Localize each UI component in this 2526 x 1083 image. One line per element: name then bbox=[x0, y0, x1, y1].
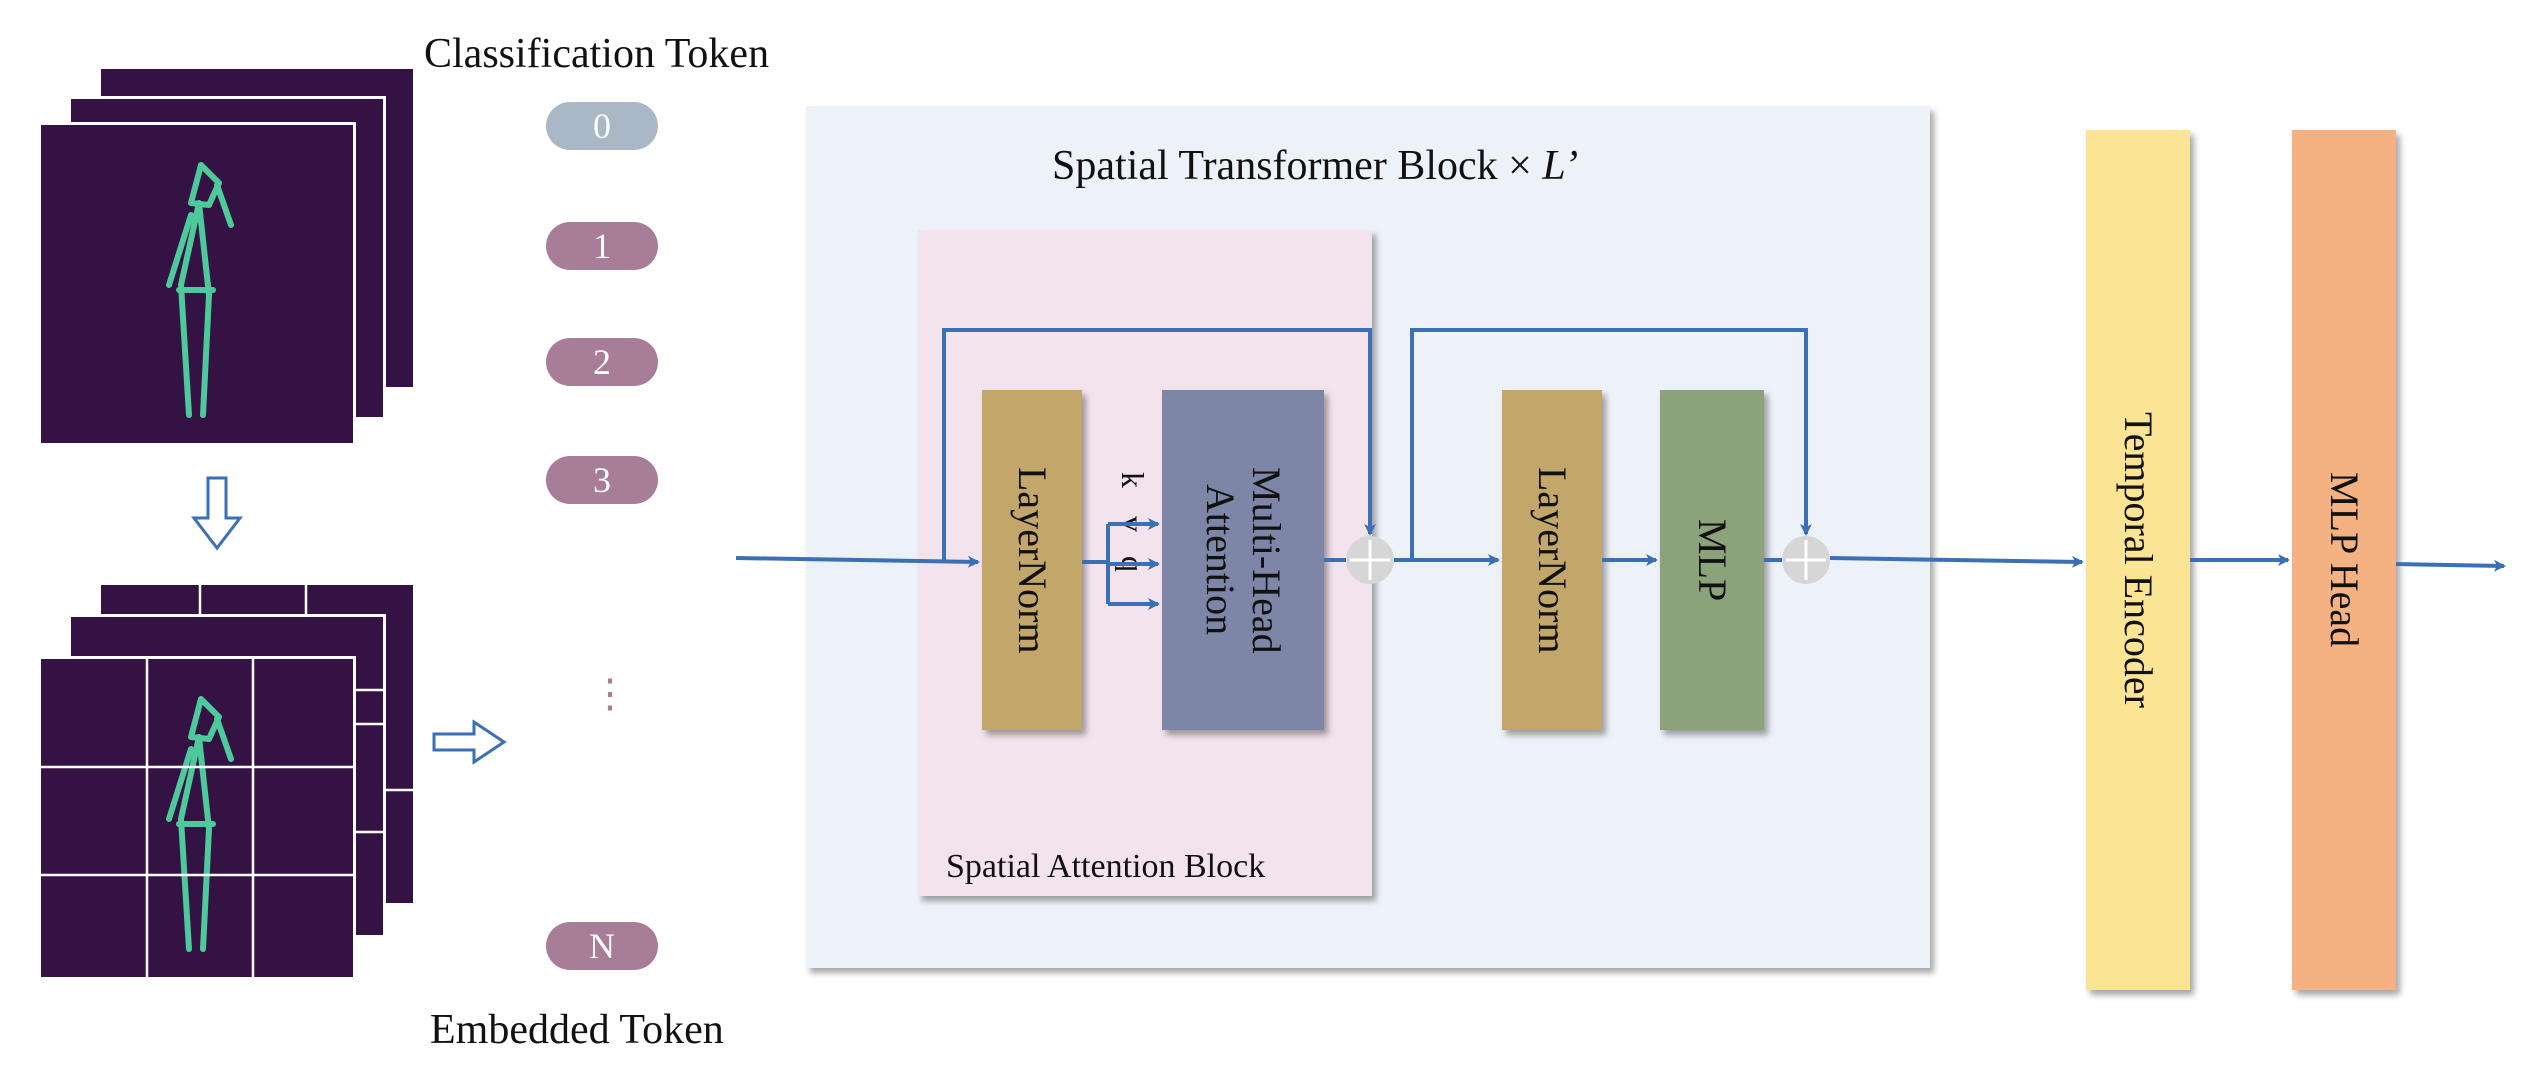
multihead-attention-block: Multi-Head Attention bbox=[1162, 390, 1324, 730]
temporal-encoder-block: Temporal Encoder bbox=[2086, 130, 2190, 990]
patched-frame-front bbox=[38, 656, 356, 980]
layernorm-1-label: LayerNorm bbox=[1010, 466, 1055, 654]
q-label: q bbox=[1115, 556, 1151, 572]
token-ellipsis: ⋮ bbox=[590, 671, 630, 716]
embedded-token-label: Embedded Token bbox=[430, 1007, 724, 1053]
mlp-head-label: MLP Head bbox=[2322, 472, 2367, 648]
token-cls: 0 bbox=[546, 102, 658, 150]
layernorm-block-1: LayerNorm bbox=[982, 390, 1082, 730]
token-3: 3 bbox=[546, 456, 658, 504]
panel-title: Spatial Transformer Block × L’ bbox=[1052, 142, 1578, 190]
mlp-head-block: MLP Head bbox=[2292, 130, 2396, 990]
classification-token-label: Classification Token bbox=[424, 31, 770, 77]
k-label: k bbox=[1115, 472, 1151, 488]
frame-front bbox=[38, 122, 356, 446]
skeleton-figure-icon bbox=[166, 162, 234, 418]
multihead-label: Multi-Head Attention bbox=[1198, 466, 1289, 654]
layernorm-2-label: LayerNorm bbox=[1530, 466, 1575, 654]
panel-title-text: Spatial Transformer Block × bbox=[1052, 143, 1543, 189]
token-2: 2 bbox=[546, 338, 658, 386]
panel-title-symbol: L’ bbox=[1542, 143, 1579, 189]
token-1: 1 bbox=[546, 222, 658, 270]
temporal-encoder-label: Temporal Encoder bbox=[2116, 412, 2161, 708]
token-n: N bbox=[546, 922, 658, 970]
mlp-block: MLP bbox=[1660, 390, 1764, 730]
v-label: v bbox=[1115, 516, 1151, 532]
layernorm-block-2: LayerNorm bbox=[1502, 390, 1602, 730]
mlp-label: MLP bbox=[1690, 518, 1735, 602]
spatial-attention-label: Spatial Attention Block bbox=[946, 848, 1266, 885]
patched-skeleton-icon bbox=[41, 659, 353, 977]
